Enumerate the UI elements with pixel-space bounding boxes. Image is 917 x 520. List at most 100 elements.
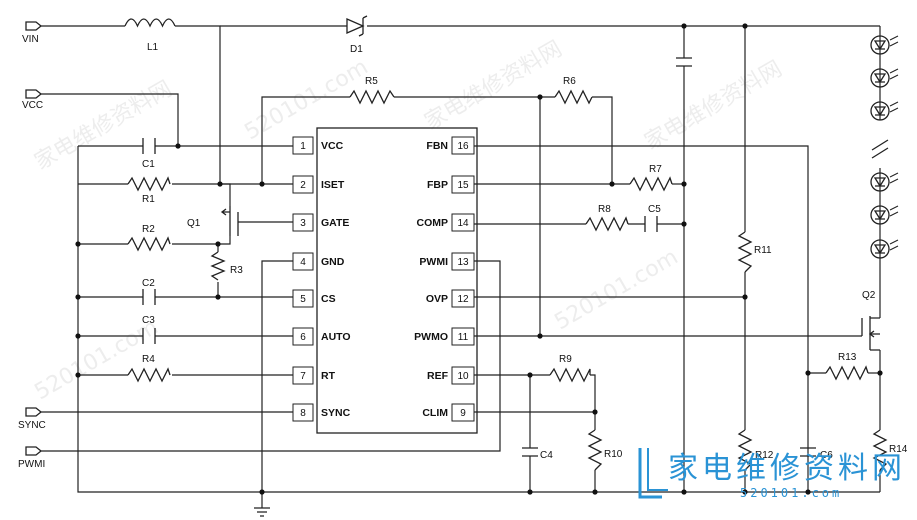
label-clim: CLIM <box>422 407 448 419</box>
c5-label: C5 <box>648 204 661 215</box>
logo-text: 家电维修资料网 <box>668 451 906 486</box>
label-ref: REF <box>427 370 449 382</box>
r13-label: R13 <box>838 352 857 363</box>
r10-label: R10 <box>604 449 623 460</box>
capacitor-c3: C3 <box>142 315 156 344</box>
label-iset: ISET <box>321 179 345 191</box>
capacitor-c2: C2 <box>142 278 156 305</box>
capacitor-c5: C5 <box>644 204 661 232</box>
resistor-r7: R7 <box>629 164 673 192</box>
ic-right-pins: 16 15 14 13 12 11 10 9 <box>451 136 475 422</box>
pin-4: 4 <box>300 257 306 268</box>
r12-label: R12 <box>755 450 774 461</box>
watermark: 家电维修资料网 520101.com 家电维修资料网 家电维修资料网 52010… <box>31 37 787 406</box>
resistor-r1: R1 <box>127 176 171 205</box>
led-string-break <box>871 139 889 159</box>
resistor-r6: R6 <box>554 76 593 105</box>
r3-label: R3 <box>230 265 243 276</box>
pin-8: 8 <box>300 408 306 419</box>
c1-label: C1 <box>142 159 155 170</box>
pwmi-terminal: PWMI <box>18 446 45 470</box>
site-logo: 家电维修资料网 520101.com <box>638 448 906 500</box>
logo-url: 520101.com <box>740 486 842 500</box>
label-pwmi: PWMI <box>419 256 448 268</box>
junction-dots <box>75 23 883 495</box>
pin-11: 11 <box>458 332 469 343</box>
c4-label: C4 <box>540 450 553 461</box>
c3-label: C3 <box>142 315 155 326</box>
vcc-input-label: VCC <box>22 100 43 111</box>
logo-mark-icon <box>638 448 662 499</box>
label-vcc: VCC <box>321 140 344 152</box>
label-fbn: FBN <box>426 140 448 152</box>
watermark-site-3: 家电维修资料网 <box>641 57 787 156</box>
ic-left-pins: 1 2 3 4 5 6 7 8 <box>292 136 314 422</box>
label-gnd: GND <box>321 256 345 268</box>
capacitor-output <box>676 57 692 67</box>
r2-label: R2 <box>142 224 155 235</box>
resistor-r2: R2 <box>127 224 171 252</box>
capacitor-c6: C6 <box>800 447 833 461</box>
led-5 <box>870 205 899 225</box>
sync-input-label: SYNC <box>18 420 46 431</box>
vcc-terminal: VCC <box>22 89 43 111</box>
resistor-r14: R14 <box>872 429 908 471</box>
pin-10: 10 <box>457 371 469 382</box>
pin-9: 9 <box>460 408 466 419</box>
watermark-site-2: 家电维修资料网 <box>421 37 567 136</box>
resistor-r4: R4 <box>127 354 171 383</box>
resistor-r11: R11 <box>737 231 772 273</box>
r6-label: R6 <box>563 76 576 87</box>
controller-ic: 1 2 3 4 5 6 7 8 16 15 14 13 12 11 10 9 <box>292 127 478 434</box>
pwmi-input-label: PWMI <box>18 459 45 470</box>
r5-label: R5 <box>365 76 378 87</box>
ground-symbol <box>254 507 270 517</box>
resistor-r13: R13 <box>825 352 869 381</box>
l1-label: L1 <box>147 42 159 53</box>
label-cs: CS <box>321 293 336 305</box>
wires <box>41 25 881 508</box>
d1-label: D1 <box>350 44 363 55</box>
label-fbp: FBP <box>427 179 448 191</box>
input-terminals: VIN VCC SYNC PWMI <box>18 21 46 470</box>
q2-label: Q2 <box>862 290 876 301</box>
capacitor-c1: C1 <box>142 138 156 170</box>
pin-12: 12 <box>457 294 469 305</box>
vin-terminal: VIN <box>22 21 43 45</box>
resistor-r10: R10 <box>587 429 623 471</box>
pin-6: 6 <box>300 332 306 343</box>
led-string <box>870 35 899 259</box>
label-rt: RT <box>321 370 336 382</box>
pin-13: 13 <box>457 257 469 268</box>
pin-2: 2 <box>300 180 306 191</box>
resistor-r3: R3 <box>210 251 243 281</box>
pin-7: 7 <box>300 371 306 382</box>
led-4 <box>870 172 899 192</box>
label-auto: AUTO <box>321 331 351 343</box>
sync-terminal: SYNC <box>18 407 46 431</box>
r11-label: R11 <box>754 245 772 256</box>
resistor-r8: R8 <box>585 204 629 232</box>
vin-label: VIN <box>22 34 39 45</box>
r9-label: R9 <box>559 354 572 365</box>
led-6 <box>870 239 899 259</box>
pin-1: 1 <box>300 141 306 152</box>
pin-5: 5 <box>300 294 306 305</box>
pin-16: 16 <box>457 141 469 152</box>
led-3 <box>870 101 899 121</box>
label-sync: SYNC <box>321 407 351 419</box>
label-gate: GATE <box>321 217 349 229</box>
r1-label: R1 <box>142 194 155 205</box>
watermark-url-3: 520101.com <box>551 245 683 336</box>
watermark-url-1: 520101.com <box>241 55 373 146</box>
ic-body <box>316 127 478 434</box>
c6-label: C6 <box>820 450 833 461</box>
label-ovp: OVP <box>426 293 448 305</box>
r4-label: R4 <box>142 354 155 365</box>
pin-15: 15 <box>457 180 469 191</box>
capacitor-c4: C4 <box>522 447 553 461</box>
r8-label: R8 <box>598 204 611 215</box>
led-2 <box>870 68 899 88</box>
pin-14: 14 <box>457 218 469 229</box>
